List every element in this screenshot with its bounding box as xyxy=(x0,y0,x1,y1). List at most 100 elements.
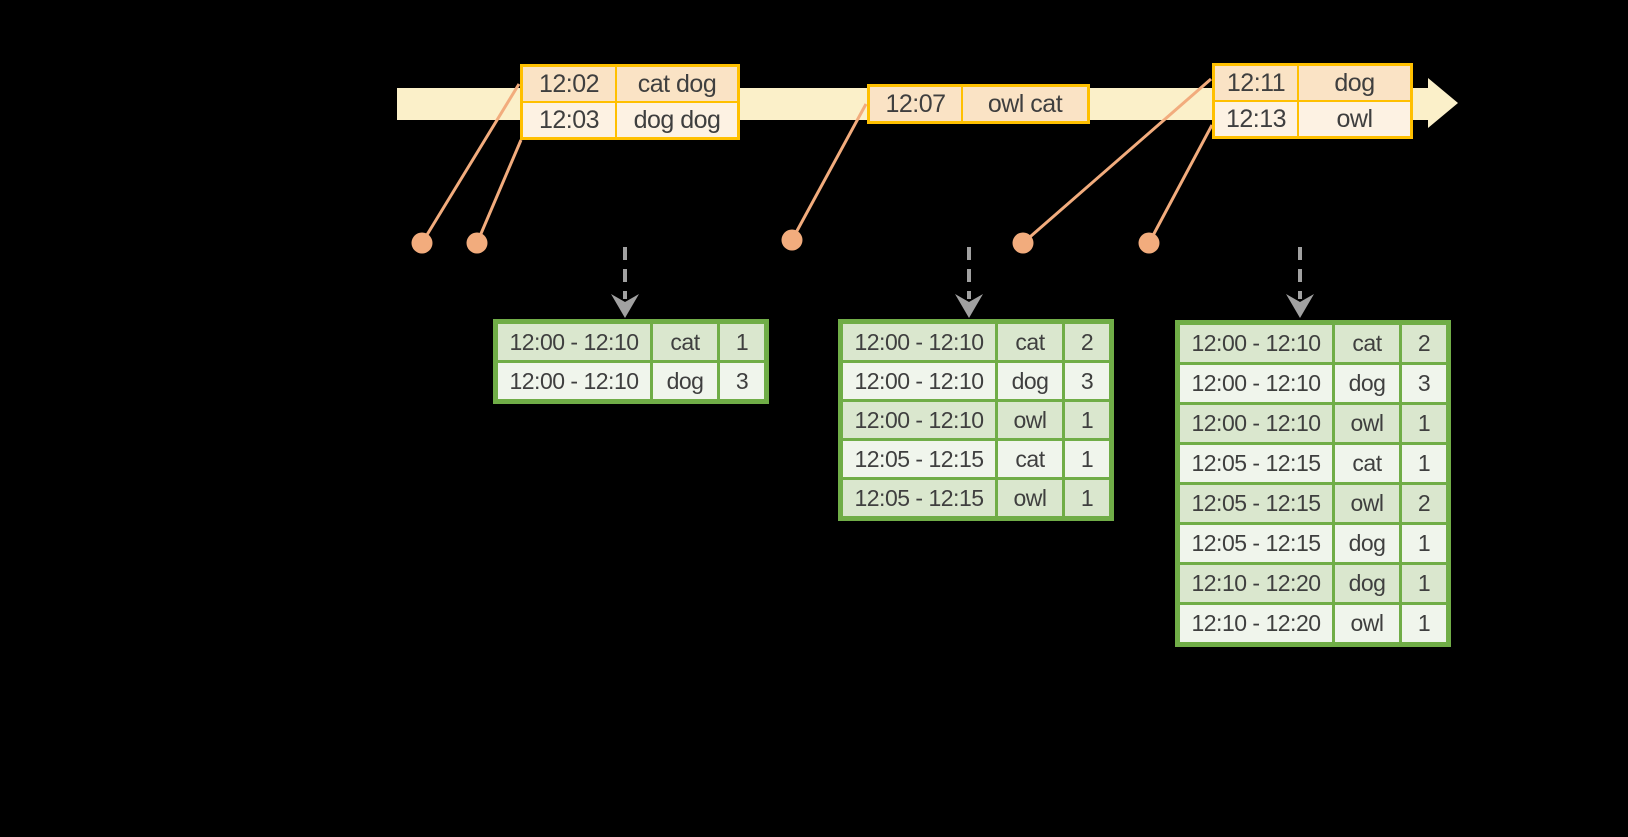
event-time-dot xyxy=(781,229,803,251)
count-cell: 3 xyxy=(717,360,768,403)
event-connector-line xyxy=(475,139,523,244)
window-cell: 12:00 - 12:10 xyxy=(494,320,653,363)
window-cell: 12:00 - 12:10 xyxy=(839,360,998,402)
word-cell: owl xyxy=(995,399,1065,441)
window-cell: 12:05 - 12:15 xyxy=(839,438,998,480)
word-cell: cat xyxy=(995,438,1065,480)
window-cell: 12:05 - 12:15 xyxy=(839,477,998,520)
trigger-arrow xyxy=(611,247,639,318)
window-cell: 12:00 - 12:10 xyxy=(839,320,998,363)
event-time-dot xyxy=(466,232,488,254)
event-time-cell: 12:02 xyxy=(520,64,617,103)
word-cell: cat xyxy=(1332,321,1402,365)
window-cell: 12:00 - 12:10 xyxy=(839,399,998,441)
event-connector-line xyxy=(790,103,868,241)
event-connector-lines xyxy=(420,77,1214,245)
count-cell: 1 xyxy=(1399,562,1450,605)
event-time-dots xyxy=(411,229,1160,254)
event-connector-line xyxy=(1147,124,1214,244)
count-cell: 1 xyxy=(1399,402,1450,445)
count-cell: 2 xyxy=(1399,321,1450,365)
event-words-cell: dog xyxy=(1297,63,1413,102)
event-connector-line xyxy=(1022,77,1212,245)
event-time-cell: 12:07 xyxy=(867,84,963,124)
event-time-dot xyxy=(1138,232,1160,254)
window-cell: 12:05 - 12:15 xyxy=(1176,482,1335,525)
word-cell: dog xyxy=(650,360,720,403)
count-cell: 3 xyxy=(1399,362,1450,405)
count-cell: 1 xyxy=(1062,438,1113,480)
event-time-dot xyxy=(1012,232,1034,254)
event-words-cell: dog dog xyxy=(615,101,740,140)
word-cell: dog xyxy=(995,360,1065,402)
word-cell: dog xyxy=(1332,362,1402,405)
count-cell: 1 xyxy=(1399,602,1450,646)
event-time-axis-arrowhead xyxy=(1428,78,1458,128)
window-cell: 12:00 - 12:10 xyxy=(1176,402,1335,445)
window-cell: 12:00 - 12:10 xyxy=(1176,362,1335,405)
count-cell: 1 xyxy=(1399,442,1450,485)
window-cell: 12:00 - 12:10 xyxy=(1176,321,1335,365)
event-words-cell: owl cat xyxy=(961,84,1090,124)
word-cell: owl xyxy=(995,477,1065,520)
trigger-arrow xyxy=(955,247,983,318)
word-cell: cat xyxy=(995,320,1065,363)
event-words-cell: cat dog xyxy=(615,64,740,103)
word-cell: owl xyxy=(1332,482,1402,525)
word-cell: owl xyxy=(1332,602,1402,646)
window-cell: 12:05 - 12:15 xyxy=(1176,442,1335,485)
count-cell: 1 xyxy=(717,320,768,363)
word-cell: owl xyxy=(1332,402,1402,445)
event-connector-line xyxy=(420,83,521,244)
word-cell: cat xyxy=(1332,442,1402,485)
count-cell: 1 xyxy=(1062,477,1113,520)
window-cell: 12:00 - 12:10 xyxy=(494,360,653,403)
word-cell: dog xyxy=(1332,562,1402,605)
event-time-cell: 12:13 xyxy=(1212,100,1299,139)
word-cell: dog xyxy=(1332,522,1402,565)
count-cell: 2 xyxy=(1399,482,1450,525)
window-cell: 12:10 - 12:20 xyxy=(1176,602,1335,646)
window-cell: 12:10 - 12:20 xyxy=(1176,562,1335,605)
window-cell: 12:05 - 12:15 xyxy=(1176,522,1335,565)
event-time-dot xyxy=(411,232,433,254)
word-cell: cat xyxy=(650,320,720,363)
event-time-cell: 12:11 xyxy=(1212,63,1299,102)
event-words-cell: owl xyxy=(1297,100,1413,139)
count-cell: 1 xyxy=(1399,522,1450,565)
trigger-arrow xyxy=(1286,247,1314,318)
count-cell: 2 xyxy=(1062,320,1113,363)
